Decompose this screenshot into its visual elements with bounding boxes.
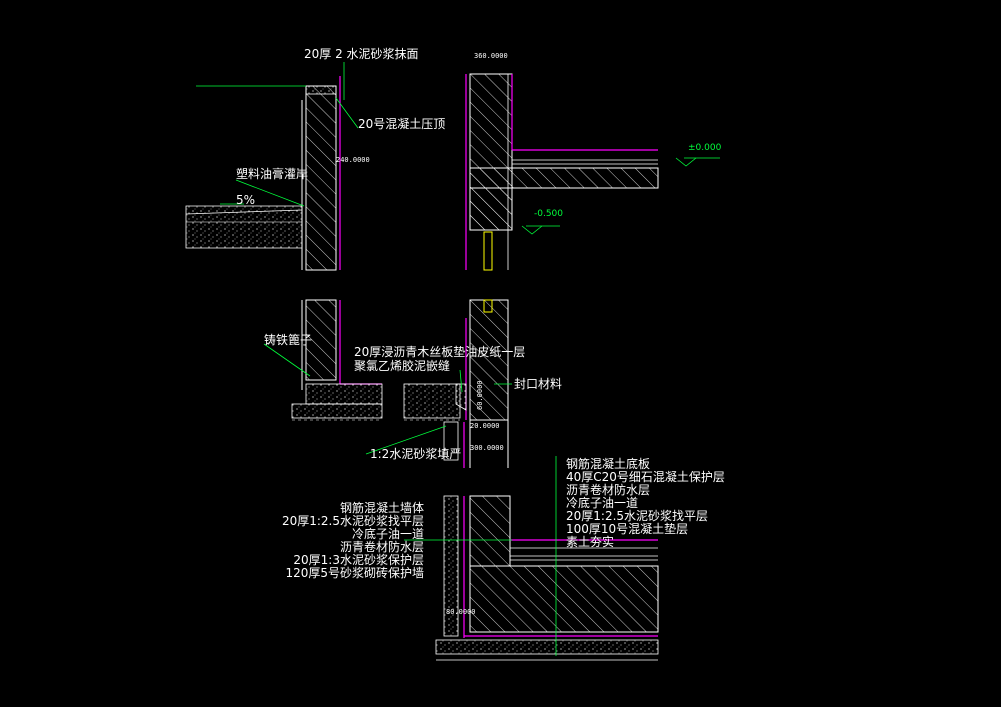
floor-layer-item: 素土夯实: [566, 534, 614, 549]
label-joint-board: 20厚浸沥青木丝板垫油皮纸一层: [354, 344, 525, 359]
leader-lines: [196, 62, 720, 656]
dim-20: 20.0000: [470, 422, 500, 430]
dim-bottom: 80.0000: [446, 608, 476, 616]
floor-layer-item: 20厚1:2.5水泥砂浆找平层: [566, 508, 708, 523]
roof-slab: [469, 149, 659, 231]
label-joint-pvc: 聚氯乙烯胶泥嵌缝: [354, 358, 450, 373]
wall-layer-item: 沥青卷材防水层: [340, 539, 424, 554]
dim-60: 60.0000: [476, 380, 484, 410]
expansion-joint: [291, 299, 509, 468]
elevation-markers: [521, 157, 697, 235]
label-mortar-fill: 1:2水泥砂浆填严: [370, 446, 461, 461]
wall-layer-list: 钢筋混凝土墙体 20厚1:2.5水泥砂浆找平层 冷底子油一道 沥青卷材防水层 2…: [282, 500, 424, 580]
foundation-section: [435, 495, 659, 661]
floor-layer-item: 40厚C20号细石混凝土保护层: [566, 469, 725, 484]
dim-300: 300.0000: [470, 444, 504, 452]
dim-parapet: 240.0000: [336, 156, 370, 164]
floor-layer-item: 沥青卷材防水层: [566, 482, 650, 497]
label-seal-material: 封口材料: [514, 377, 562, 391]
floor-layer-item: 冷底子油一道: [566, 495, 638, 510]
label-parapet-coping: 20号混凝土压顶: [358, 116, 445, 131]
elevation-basement: -0.500: [534, 209, 563, 219]
elevation-ground: ±0.000: [688, 143, 722, 153]
label-slope: 5%: [236, 193, 255, 207]
wall-layer-item: 20厚1:3水泥砂浆保护层: [293, 552, 424, 567]
gravel-ground: [185, 205, 303, 249]
wall-layer-item: 冷底子油一道: [352, 526, 424, 541]
label-grate: 铸铁篦子: [264, 332, 312, 347]
wall-layer-item: 20厚1:2.5水泥砂浆找平层: [282, 513, 424, 528]
floor-layer-list: 钢筋混凝土底板 40厚C20号细石混凝土保护层 沥青卷材防水层 冷底子油一道 2…: [566, 456, 725, 549]
wall-layer-item: 钢筋混凝土墙体: [340, 500, 424, 515]
label-sealant: 塑料油膏灌岸: [236, 166, 308, 181]
dim-wall-top: 360.0000: [474, 52, 508, 60]
wall-layer-item: 120厚5号砂浆砌砖保护墙: [285, 565, 424, 580]
floor-layer-item: 100厚10号混凝土垫层: [566, 521, 688, 536]
parapet-wall: [301, 76, 341, 271]
label-parapet-plaster: 20厚 2 水泥砂浆抹面: [304, 46, 419, 61]
floor-layer-item: 钢筋混凝土底板: [566, 456, 650, 471]
